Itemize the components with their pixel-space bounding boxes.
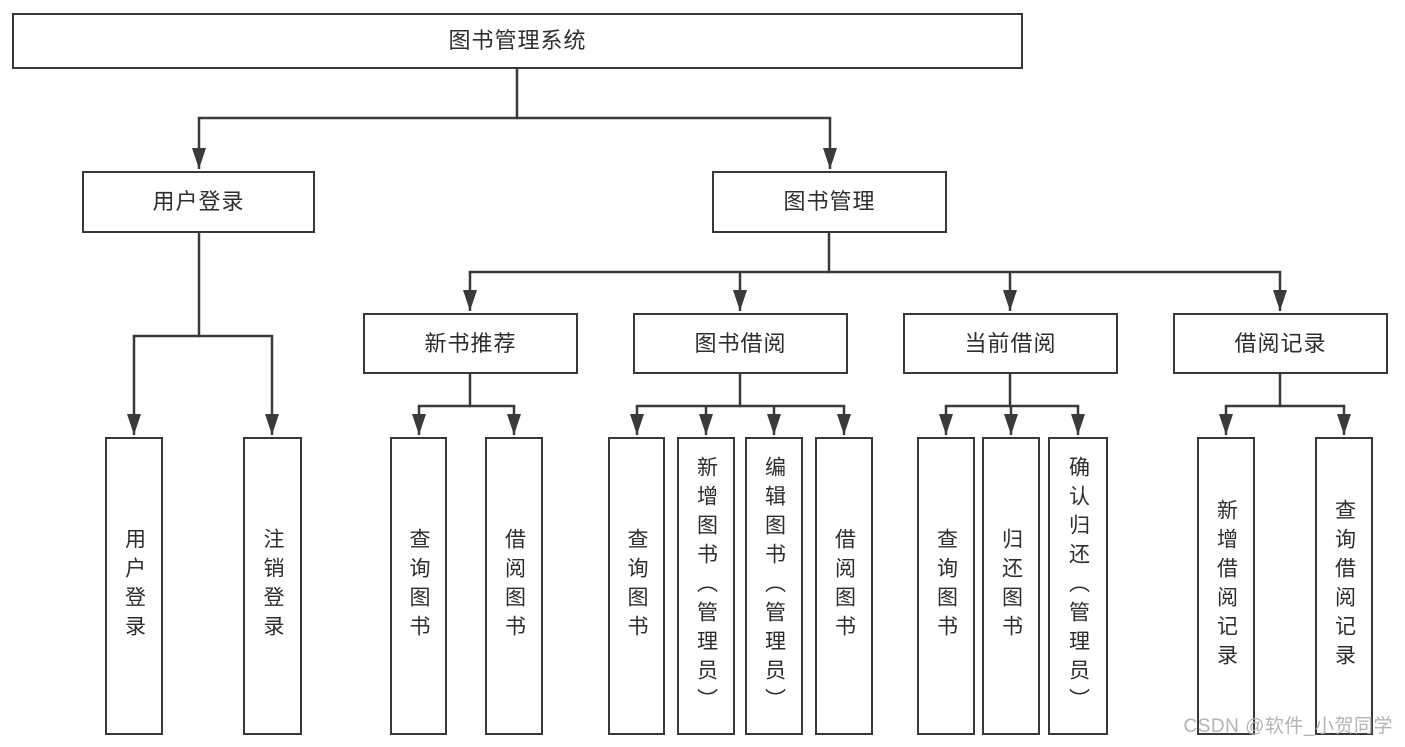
node-label: 查询图书	[625, 528, 648, 644]
node-label: 图书管理系统	[448, 28, 587, 53]
node-leaf-user-login: 用户登录	[105, 437, 163, 735]
node-label: 图书管理	[783, 189, 876, 214]
node-label: 编辑图书（管理员）	[762, 455, 786, 717]
node-label: 用户登录	[152, 189, 245, 214]
node-label: 确认归还（管理员）	[1066, 455, 1090, 717]
watermark-text: CSDN @软件_小贺同学	[1183, 716, 1393, 737]
node-label: 借阅记录	[1234, 330, 1327, 356]
node-label: 查询图书	[407, 528, 430, 644]
node-edit-books-admin: 编辑图书（管理员）	[745, 437, 803, 735]
node-new-book-recommend: 新书推荐	[363, 313, 578, 374]
edge-lines	[132, 67, 1346, 408]
node-label: 新书推荐	[424, 330, 517, 356]
node-borrow-books-recommend: 借阅图书	[485, 437, 543, 735]
node-label: 图书借阅	[694, 330, 787, 356]
node-label: 注销登录	[261, 528, 284, 644]
node-label: 当前借阅	[964, 330, 1057, 356]
node-query-borrow-record: 查询借阅记录	[1315, 437, 1373, 735]
node-label: 归还图书	[999, 528, 1023, 644]
node-add-books-admin: 新增图书（管理员）	[677, 437, 735, 735]
node-label: 借阅图书	[502, 528, 526, 644]
node-label: 新增图书（管理员）	[694, 455, 718, 717]
node-label: 借阅图书	[832, 528, 856, 644]
node-label: 查询图书	[934, 528, 958, 644]
node-root: 图书管理系统	[12, 13, 1023, 69]
node-leaf-logout: 注销登录	[243, 437, 302, 735]
node-query-books-borrowing: 查询图书	[608, 437, 665, 735]
node-borrowing-records: 借阅记录	[1173, 313, 1388, 374]
node-return-books: 归还图书	[982, 437, 1040, 735]
node-query-books-current: 查询图书	[917, 437, 975, 735]
node-label: 查询借阅记录	[1332, 499, 1356, 673]
node-label: 用户登录	[122, 528, 146, 644]
node-borrow-books-borrowing: 借阅图书	[815, 437, 873, 735]
node-current-borrowing: 当前借阅	[903, 313, 1118, 374]
node-query-books-recommend: 查询图书	[390, 437, 447, 735]
edge-arrows	[127, 118, 1351, 435]
node-label: 新增借阅记录	[1214, 499, 1238, 673]
node-add-borrow-record: 新增借阅记录	[1197, 437, 1255, 735]
node-user-login: 用户登录	[82, 171, 315, 233]
node-confirm-return-admin: 确认归还（管理员）	[1048, 437, 1108, 735]
node-book-borrowing: 图书借阅	[633, 313, 848, 374]
node-book-management: 图书管理	[712, 171, 947, 233]
